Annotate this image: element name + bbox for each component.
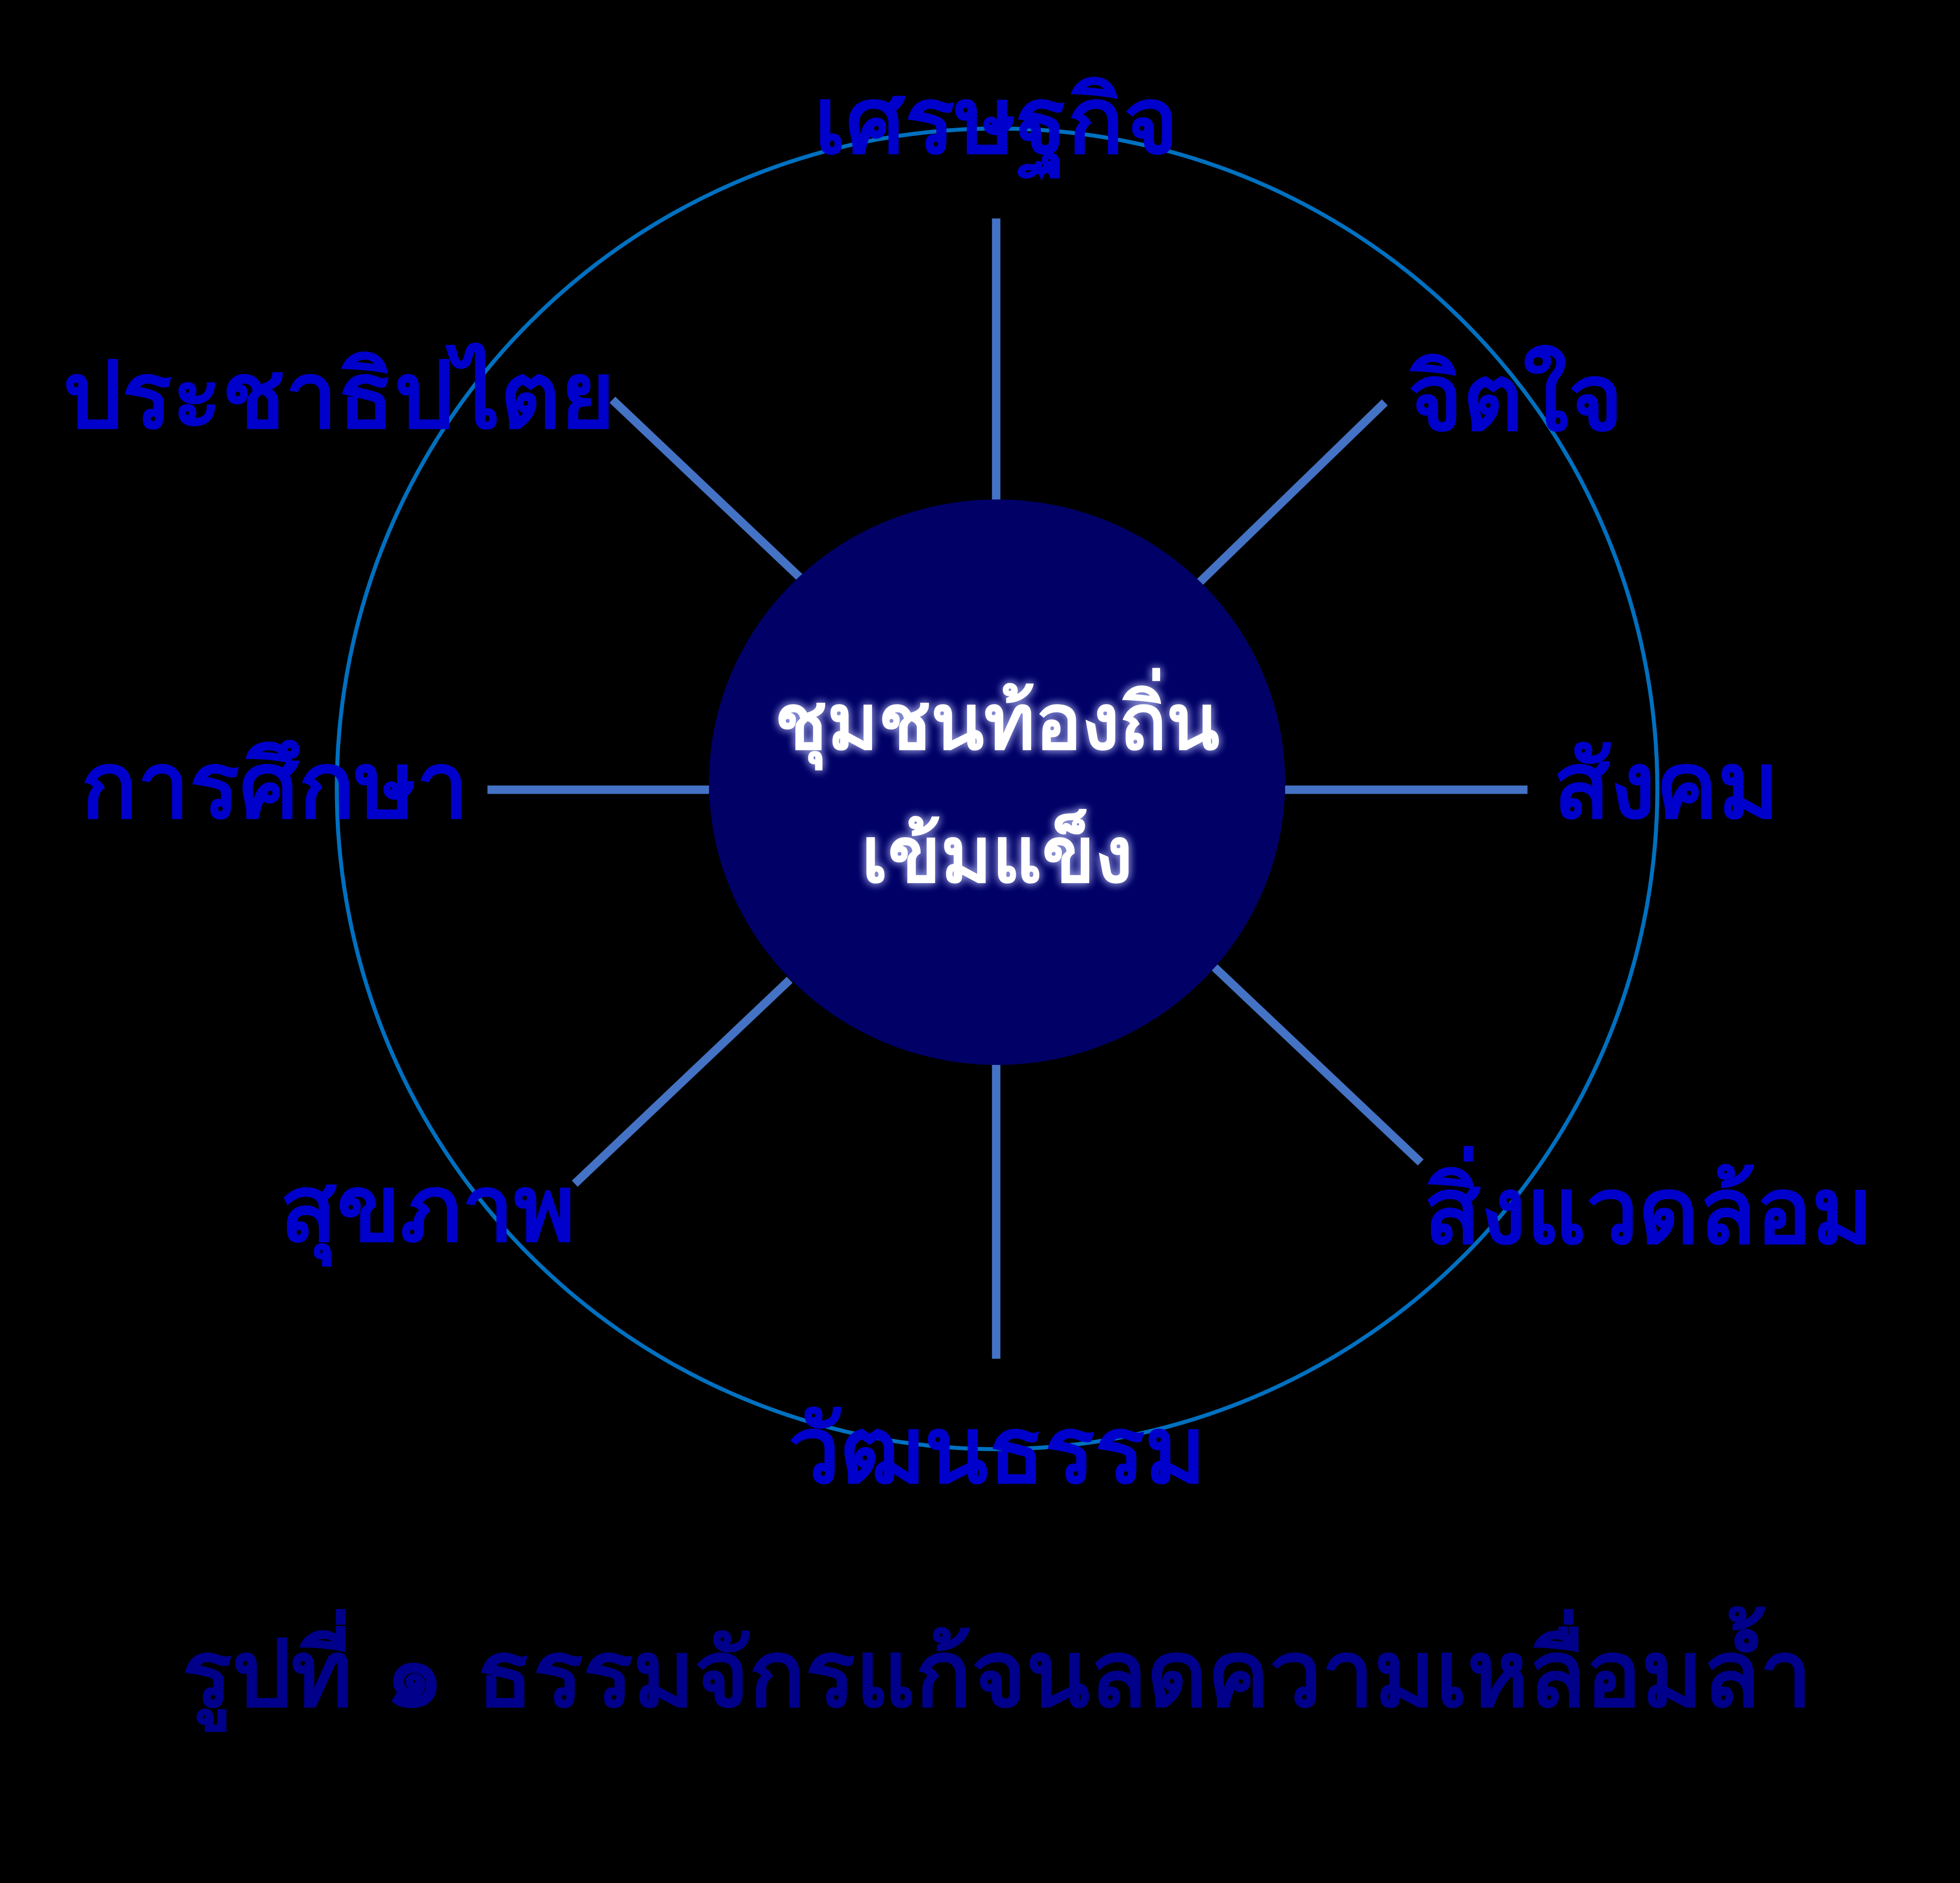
spoke-labels: เศรษฐกิจ จิตใจ สังคม สิ่งแวดล้อม วัฒนธรร… <box>63 66 1873 1505</box>
spoke-democracy <box>609 397 803 581</box>
center-hub <box>709 499 1285 1065</box>
label-health: สุขภาพ <box>280 1154 576 1267</box>
label-mind: จิตใจ <box>1408 343 1623 452</box>
label-culture: วัฒนธรรม <box>788 1395 1206 1505</box>
center-title-line1: ชุมชนท้องถิ่น <box>775 668 1220 771</box>
label-economy: เศรษฐกิจ <box>814 66 1178 181</box>
label-society: สังคม <box>1553 730 1779 840</box>
label-environment: สิ่งแวดล้อม <box>1424 1146 1873 1265</box>
spoke-environment <box>1212 964 1424 1166</box>
figure-caption: รูปที่ ๑ ธรรมจักรแก้จนลดความเหลื่อมล้ำ <box>182 1606 1812 1732</box>
label-democracy: ประชาธิปไตย <box>63 340 615 450</box>
label-education: การศึกษา <box>81 730 469 840</box>
spokes <box>487 218 1527 1359</box>
spoke-mind <box>1196 399 1388 585</box>
spoke-health <box>572 977 793 1187</box>
outer-ring <box>335 126 1660 1451</box>
center-hub-text: ชุมชนท้องถิ่น เข้มแข็ง <box>775 668 1220 901</box>
center-title-line2: เข้มแข็ง <box>861 809 1133 901</box>
